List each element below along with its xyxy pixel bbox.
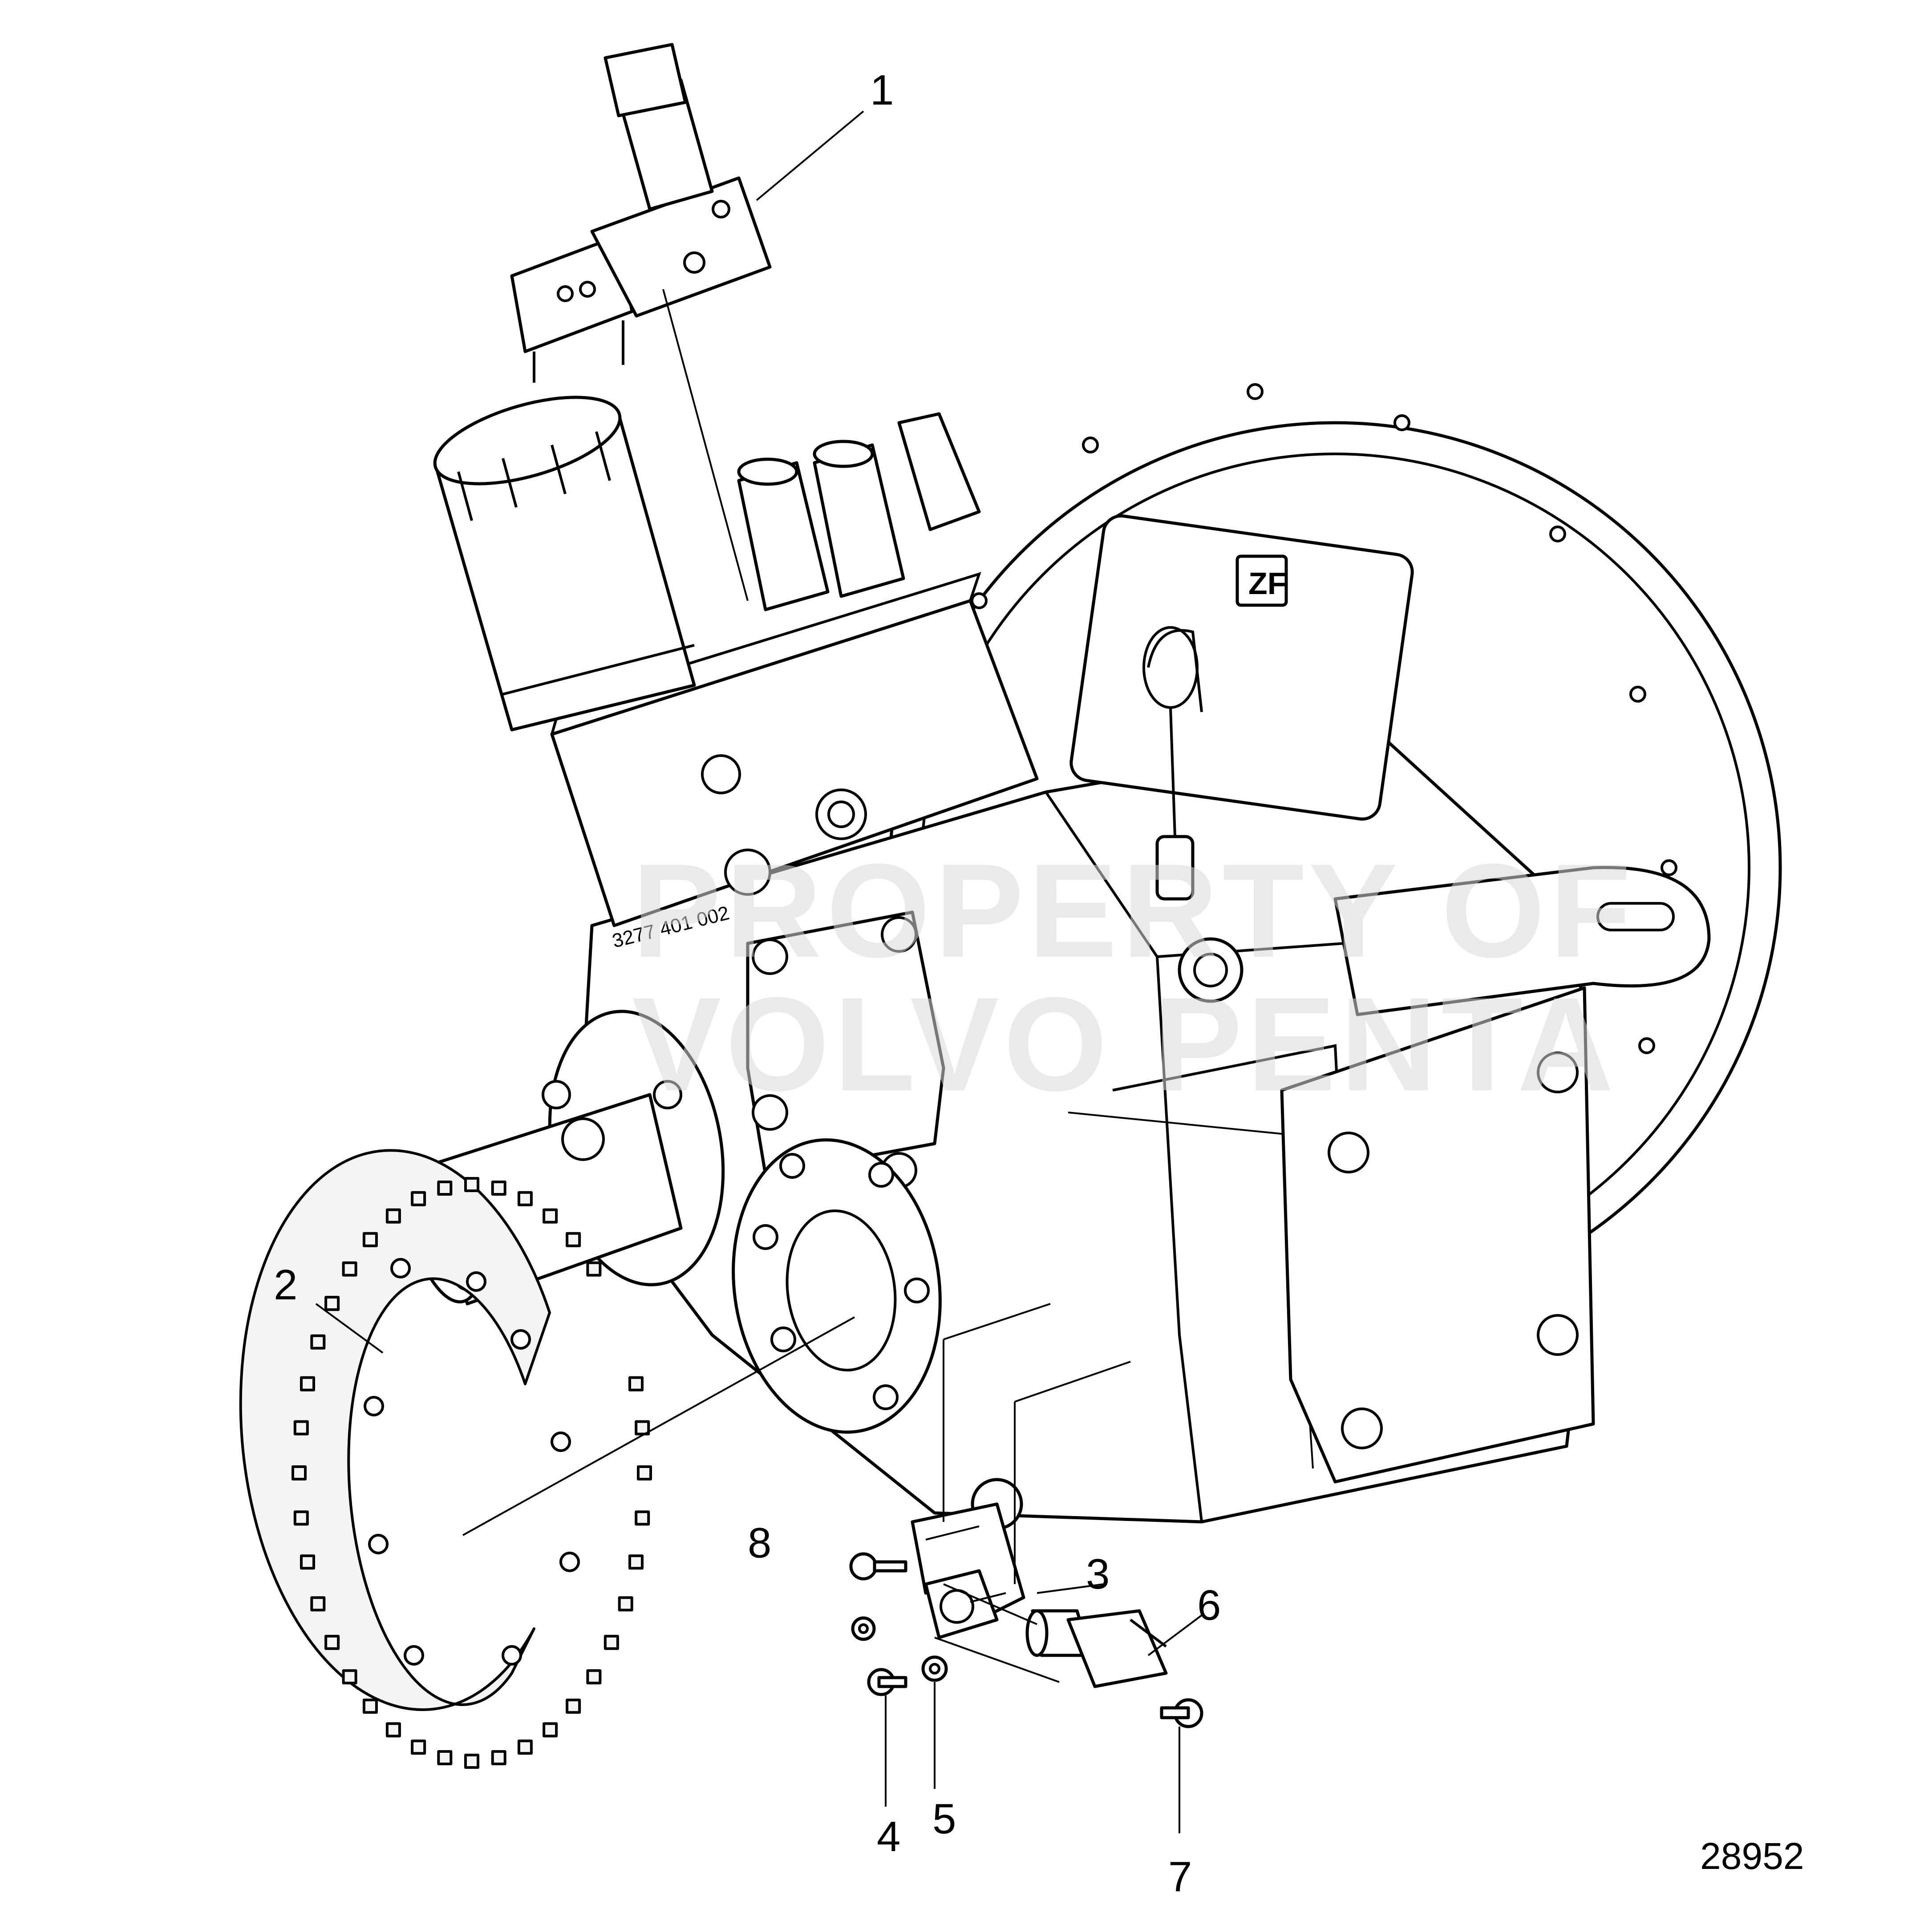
pulse-ring-tooth bbox=[543, 1208, 558, 1224]
pulse-ring-tooth bbox=[385, 1208, 401, 1224]
part-4-screw bbox=[867, 1668, 907, 1696]
solenoid-valves bbox=[737, 412, 981, 611]
part-2-pulse-ring bbox=[239, 1149, 652, 1769]
pulse-ring-tooth bbox=[566, 1232, 581, 1247]
pulse-ring-tooth bbox=[618, 1596, 633, 1612]
callout-1: 1 bbox=[870, 66, 894, 114]
top-cover-plate bbox=[746, 910, 945, 1189]
watermark-line-2: VOLVO PENTA bbox=[632, 969, 1618, 1119]
pulse-ring-tooth bbox=[586, 1669, 602, 1685]
callout-6: 6 bbox=[1197, 1581, 1221, 1629]
pulse-ring-tooth bbox=[293, 1510, 309, 1526]
pulse-ring-tooth bbox=[437, 1181, 453, 1196]
output-flange bbox=[732, 1138, 942, 1434]
pulse-ring-tooth bbox=[464, 1177, 479, 1192]
pulse-ring-tooth bbox=[411, 1191, 426, 1206]
callout-3: 3 bbox=[1086, 1550, 1110, 1598]
pulse-ring-tooth bbox=[628, 1554, 644, 1570]
pulse-ring-tooth bbox=[566, 1699, 581, 1714]
pulse-ring-tooth bbox=[385, 1722, 401, 1738]
dipstick bbox=[1142, 626, 1199, 901]
watermark-line-1: PROPERTY OF bbox=[632, 836, 1636, 985]
pulse-ring-tooth bbox=[362, 1232, 378, 1247]
pulse-ring-tooth bbox=[635, 1420, 650, 1436]
part-1-solenoid-valve-assembly bbox=[510, 43, 772, 383]
pulse-ring-tooth bbox=[491, 1181, 506, 1196]
callout-4: 4 bbox=[877, 1813, 900, 1860]
callout-5: 5 bbox=[932, 1795, 956, 1843]
pulse-ring-tooth bbox=[300, 1376, 315, 1391]
pulse-ring-tooth bbox=[637, 1465, 652, 1480]
pulse-ring-tooth bbox=[543, 1722, 558, 1738]
side-cover-plate bbox=[1280, 986, 1595, 1484]
pulse-ring-tooth bbox=[362, 1699, 378, 1714]
part-3-sensor-bracket bbox=[911, 1502, 1025, 1639]
pulse-ring-tooth bbox=[300, 1554, 315, 1570]
pulse-ring-tooth bbox=[628, 1376, 644, 1391]
part-5-washer bbox=[921, 1655, 948, 1682]
pulse-ring-tooth bbox=[324, 1296, 340, 1311]
pulse-ring-tooth bbox=[586, 1261, 602, 1277]
callout-7: 7 bbox=[1168, 1853, 1192, 1901]
pulse-ring-tooth bbox=[411, 1739, 426, 1755]
pulse-ring-teeth bbox=[292, 1177, 652, 1769]
part-7-screw bbox=[1160, 1698, 1203, 1728]
pulse-ring-tooth bbox=[310, 1334, 326, 1350]
pulse-ring-tooth bbox=[635, 1510, 650, 1526]
pulse-ring-tooth bbox=[517, 1739, 533, 1755]
pulse-ring-tooth bbox=[464, 1754, 479, 1769]
pulse-ring-tooth bbox=[342, 1669, 357, 1685]
pulse-ring-tooth bbox=[292, 1465, 307, 1480]
pulse-ring-tooth bbox=[437, 1750, 453, 1765]
pulse-ring-tooth bbox=[342, 1261, 357, 1277]
pulse-ring-tooth bbox=[491, 1750, 506, 1765]
lifting-eye bbox=[1178, 937, 1243, 1003]
part-8-screws bbox=[849, 1552, 907, 1641]
pulse-ring-tooth bbox=[293, 1420, 309, 1436]
oil-filter bbox=[433, 396, 696, 732]
zf-logo: ZF bbox=[1248, 566, 1287, 601]
callout-2: 2 bbox=[274, 1261, 297, 1309]
figure-number: 28952 bbox=[1700, 1835, 1804, 1877]
pulse-ring-tooth bbox=[324, 1634, 340, 1650]
pulse-ring-tooth bbox=[310, 1596, 326, 1612]
mounting-bracket bbox=[1333, 865, 1711, 1016]
pulse-ring-tooth bbox=[517, 1191, 533, 1206]
callout-8: 8 bbox=[748, 1519, 771, 1567]
part-6-speed-sensor bbox=[1025, 1609, 1168, 1688]
pulse-ring-tooth bbox=[603, 1634, 619, 1650]
leader-lines bbox=[315, 110, 1203, 1833]
